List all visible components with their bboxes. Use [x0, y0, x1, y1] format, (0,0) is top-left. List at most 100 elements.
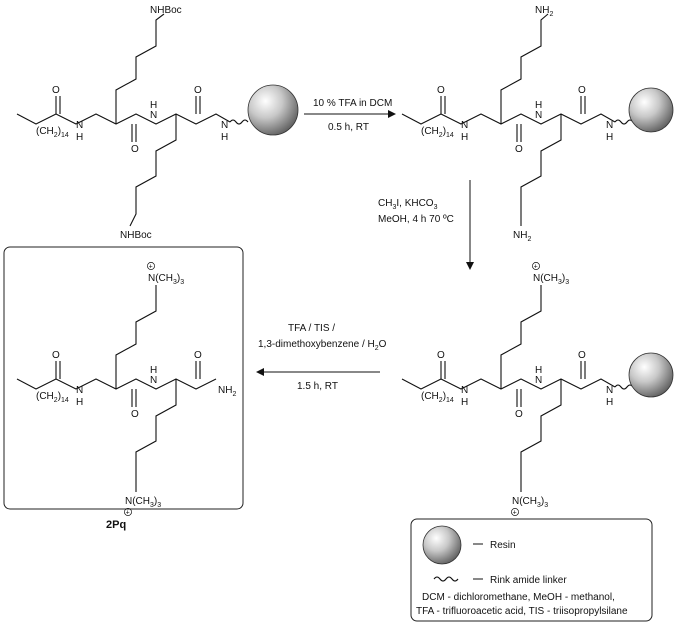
top-ammonium: + N(CH3)3	[147, 262, 184, 286]
charge-sign: +	[534, 264, 538, 271]
fatty-chain-text: (CH	[36, 126, 54, 137]
amide-n3: N	[221, 120, 228, 131]
amide-n1: N	[76, 385, 83, 396]
top-ammonium-sub2: 3	[180, 279, 184, 286]
terminal-amide-text: NH	[218, 385, 232, 396]
legend-linker: Rink amide linker	[490, 575, 567, 586]
resin-bead-icon	[628, 352, 674, 398]
amide-n2: N	[150, 110, 157, 121]
fatty-chain-label: (CH2)14	[421, 126, 454, 139]
step2-reagent-a-sub: 3	[392, 204, 396, 211]
resin-bead-icon	[422, 525, 462, 565]
plus-charge-icon	[124, 508, 132, 516]
step3-reagent-2a-sub: 2	[375, 345, 379, 352]
amide-h2: H	[150, 365, 157, 376]
carbonyl-o2: O	[131, 409, 139, 420]
compound-label: 2Pq	[106, 519, 126, 531]
fatty-chain-text: (CH	[421, 126, 439, 137]
step1-time: 0.5 h, RT	[328, 122, 369, 133]
carbonyl-o2: O	[515, 409, 523, 420]
resin-bead-icon	[628, 87, 674, 133]
carbonyl-o3: O	[194, 350, 202, 361]
resin-bead-icon	[247, 84, 299, 136]
amide-h1: H	[76, 397, 83, 408]
molecule-product: O O O N H N H NH2 (CH2)14 + N(CH3)3 N(CH…	[16, 262, 236, 517]
charge-sign: +	[149, 264, 153, 271]
charge-sign: +	[126, 510, 130, 517]
fatty-chain-count: 14	[446, 132, 454, 139]
amide-h1: H	[76, 132, 83, 143]
amide-n1: N	[76, 120, 83, 131]
reaction-step-1: 10 % TFA in DCM 0.5 h, RT	[304, 98, 396, 133]
fatty-chain-h-sub: 2	[439, 132, 443, 139]
fatty-chain-h-sub: 2	[439, 397, 443, 404]
fatty-chain-h-sub: 2	[54, 132, 58, 139]
fatty-chain-label: (CH2)14	[36, 391, 69, 404]
top-ammonium-label: N(CH3)3	[148, 273, 184, 286]
bonds	[16, 13, 249, 227]
top-ammonium-end: )	[562, 273, 565, 284]
molecule-start: O O O N H N H N H (CH2)14 NHBoc NHBoc	[16, 5, 299, 241]
bottom-nhboc-label: NHBoc	[120, 230, 152, 241]
top-amine-text: NH	[535, 5, 549, 16]
reaction-step-2: CH3I, KHCO3 MeOH, 4 h 70 ºC	[378, 180, 474, 270]
molecule-deprotected: O O O N H N H N H (CH2)14 NH2 NH2	[401, 5, 674, 243]
plus-charge-icon	[532, 262, 540, 270]
carbonyl-o1: O	[52, 85, 60, 96]
molecule-quaternized: O O O N H N H N H (CH2)14 + N(CH3)3 N(CH…	[401, 262, 674, 517]
fatty-chain-count: 14	[61, 132, 69, 139]
legend-abbrev-1: DCM - dichloromethane, MeOH - methanol,	[422, 592, 615, 603]
amide-h2: H	[535, 365, 542, 376]
legend-abbrev-2: TFA - trifluoroacetic acid, TIS - triiso…	[416, 606, 628, 617]
amide-n2: N	[535, 375, 542, 386]
amide-h3: H	[606, 132, 613, 143]
bottom-ammonium-sub2: 3	[544, 502, 548, 509]
legend-resin: Resin	[490, 540, 516, 551]
bottom-ammonium-text: N(CH	[512, 496, 537, 507]
bottom-ammonium-label: N(CH3)3	[512, 496, 548, 509]
bottom-ammonium-sub2: 3	[157, 502, 161, 509]
amide-h2: H	[535, 100, 542, 111]
charge-sign: +	[513, 510, 517, 517]
fatty-chain-count: 14	[61, 397, 69, 404]
carbonyl-o1: O	[437, 85, 445, 96]
step3-reagent-2: 1,3-dimethoxybenzene / H2O	[258, 339, 387, 352]
bottom-amine-sub: 2	[527, 236, 531, 243]
step2-conditions: MeOH, 4 h 70 ºC	[378, 214, 454, 225]
amide-h2: H	[150, 100, 157, 111]
carbonyl-o3: O	[194, 85, 202, 96]
fatty-chain-h-sub: 2	[54, 397, 58, 404]
amide-h1: H	[461, 397, 468, 408]
legend-frame	[410, 518, 653, 622]
top-ammonium: + N(CH3)3	[532, 262, 569, 286]
bottom-amine-label: NH2	[513, 230, 531, 243]
step3-reagent-1: TFA / TIS /	[288, 323, 335, 334]
top-amine-sub: 2	[549, 11, 553, 18]
carbonyl-o2: O	[131, 144, 139, 155]
terminal-amide-label: NH2	[218, 385, 236, 398]
top-nhboc-label: NHBoc	[150, 5, 182, 16]
top-ammonium-sub2: 3	[565, 279, 569, 286]
top-ammonium-text: N(CH	[148, 273, 173, 284]
amide-h3: H	[221, 132, 228, 143]
amide-n1: N	[461, 385, 468, 396]
amide-n3: N	[606, 120, 613, 131]
top-ammonium-sub: 3	[173, 279, 177, 286]
terminal-amide-sub: 2	[232, 391, 236, 398]
product-frame	[3, 246, 244, 510]
step2-reagent: CH3I, KHCO3	[378, 198, 438, 211]
carbonyl-o3: O	[578, 85, 586, 96]
top-ammonium-sub: 3	[558, 279, 562, 286]
reaction-step-3: TFA / TIS / 1,3-dimethoxybenzene / H2O 1…	[256, 323, 387, 392]
top-amine-label: NH2	[535, 5, 553, 18]
bottom-amine-text: NH	[513, 230, 527, 241]
fatty-chain-text: (CH	[421, 391, 439, 402]
top-ammonium-label: N(CH3)3	[533, 273, 569, 286]
carbonyl-o2: O	[515, 144, 523, 155]
legend: Resin Rink amide linker DCM - dichlorome…	[416, 525, 628, 617]
plus-charge-icon	[511, 508, 519, 516]
bottom-ammonium-end: )	[154, 496, 157, 507]
fatty-chain-text: (CH	[36, 391, 54, 402]
amide-n2: N	[150, 375, 157, 386]
